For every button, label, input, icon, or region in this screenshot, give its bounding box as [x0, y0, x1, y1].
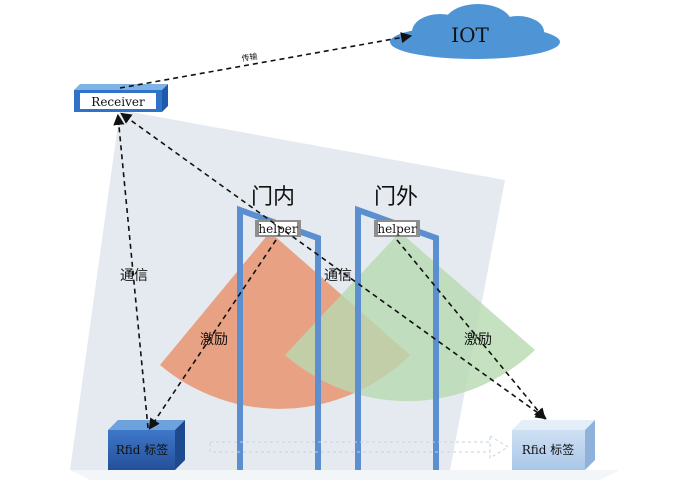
cloud-icon — [390, 4, 560, 59]
excite-right-arrow — [396, 239, 546, 420]
receiver-box — [74, 84, 168, 112]
receiver-label: Receiver — [91, 95, 145, 109]
comm-right-label: 通信 — [324, 268, 352, 284]
rfid-tag-left-box — [108, 420, 185, 470]
excite-left-arrow — [148, 239, 277, 430]
comm-right-arrow — [120, 112, 547, 420]
door-inside-label: 门内 — [251, 185, 295, 210]
transfer-label: 传输 — [241, 51, 258, 64]
comm-left-label: 通信 — [120, 268, 148, 284]
cloud-label: IOT — [451, 23, 489, 47]
helper-right-label: helper — [377, 222, 416, 236]
excite-left-label: 激励 — [200, 331, 228, 348]
helper-left-label: helper — [258, 222, 297, 236]
rfid-tag-left-label: Rfid 标签 — [116, 442, 169, 457]
transfer-arrow — [119, 32, 413, 89]
excite-right-label: 激励 — [464, 331, 492, 348]
door-outside-label: 门外 — [374, 185, 418, 210]
tag-movement-arrow — [209, 435, 509, 459]
rfid-tag-right-box — [512, 420, 595, 470]
rfid-tag-right-label: Rfid 标签 — [522, 442, 575, 457]
ground-plane — [70, 470, 620, 480]
